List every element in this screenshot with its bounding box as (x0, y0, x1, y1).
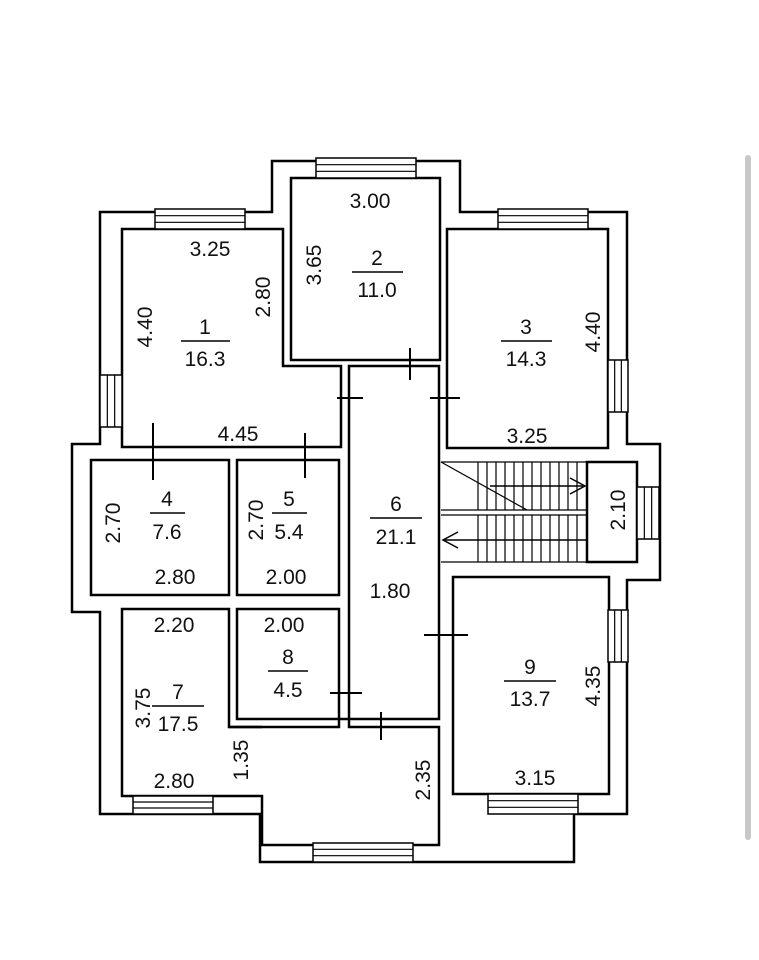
room-4-area: 7.6 (152, 521, 181, 544)
room-4-number: 4 (161, 488, 173, 511)
room-1-label: 1 16.3 (181, 316, 230, 371)
room-3-number: 3 (520, 316, 532, 339)
dim-r7-bottom: 2.80 (154, 770, 195, 793)
dim-r1-right: 2.80 (252, 277, 275, 318)
scrollbar[interactable] (745, 155, 751, 840)
room-3-label: 3 14.3 (501, 316, 552, 371)
dim-r1-bottom: 4.45 (218, 423, 259, 446)
room-4-label: 4 7.6 (150, 488, 185, 544)
room-7-area: 17.5 (158, 713, 199, 736)
windows (99, 157, 660, 863)
doors (152, 348, 468, 740)
room-9-area: 13.7 (510, 688, 551, 711)
window-room-3-side (607, 359, 629, 413)
window-room-3 (497, 208, 589, 230)
window-room-2 (315, 157, 417, 179)
room-3-area: 14.3 (506, 348, 547, 371)
room-2-label: 2 11.0 (352, 247, 403, 302)
room-1-number: 1 (199, 316, 211, 339)
dim-r7-left: 3.75 (132, 688, 155, 729)
dim-r1-top: 3.25 (190, 238, 231, 261)
dim-r4-bottom: 2.80 (155, 566, 196, 589)
room-8-label: 8 4.5 (268, 646, 308, 702)
room-6-area: 21.1 (376, 526, 417, 549)
dim-r9-right: 4.35 (582, 666, 605, 707)
room-5-label: 5 5.4 (272, 488, 307, 544)
stair-down-arrow-head (441, 531, 459, 549)
room-1-outline (120, 227, 343, 449)
dim-r2-top: 3.00 (350, 190, 391, 213)
room-8-outline (235, 607, 341, 721)
window-room-1 (154, 208, 246, 230)
window-stair (636, 486, 660, 540)
window-room-9-side (607, 609, 629, 663)
room-6-number: 6 (390, 493, 402, 516)
dimension-labels: 3.25 4.45 3.00 3.25 2.80 2.00 1.80 2.20 … (102, 190, 630, 800)
room-1-area: 16.3 (185, 348, 226, 371)
room-9-number: 9 (524, 656, 536, 679)
stair-up-arrow-head (569, 477, 587, 495)
dim-hall-right: 2.35 (412, 760, 435, 801)
room-6-label: 6 21.1 (370, 493, 422, 549)
room-2-area: 11.0 (357, 279, 396, 302)
room-5-outline (235, 458, 341, 597)
room-5-area: 5.4 (274, 521, 304, 544)
dim-r1-left: 4.40 (134, 307, 157, 348)
dim-r8-top: 2.00 (264, 614, 305, 637)
room-7-number: 7 (172, 681, 184, 704)
room-2-number: 2 (371, 247, 383, 270)
dim-r3-right: 4.40 (582, 312, 605, 353)
room-labels: 1 16.3 2 11.0 3 14.3 4 7.6 5 5.4 6 21.1 (150, 247, 556, 736)
room-7-label: 7 17.5 (152, 681, 204, 736)
dim-r2-left: 3.65 (303, 245, 326, 286)
room-8-area: 4.5 (273, 679, 302, 702)
room-4-outline (89, 458, 231, 597)
room-8-number: 8 (282, 646, 294, 669)
window-hall (312, 842, 414, 863)
room-9-label: 9 13.7 (504, 656, 556, 711)
room-6-outline (347, 364, 441, 721)
outer-wall (70, 159, 662, 864)
dim-r5-bottom: 2.00 (266, 566, 307, 589)
staircase (440, 461, 587, 563)
dim-stair-width: 2.10 (607, 490, 630, 531)
room-5-number: 5 (283, 488, 295, 511)
dim-r4-left: 2.70 (102, 503, 125, 544)
window-room-1-side (99, 374, 123, 428)
dim-r9-bottom: 3.15 (515, 767, 556, 790)
dim-corridor-width: 1.80 (370, 580, 411, 603)
dim-r7-top: 2.20 (154, 614, 195, 637)
dim-hall-left: 1.35 (230, 740, 253, 781)
dim-r5-left: 2.70 (245, 500, 268, 541)
window-room-7 (132, 795, 214, 815)
window-room-9 (487, 793, 579, 815)
dim-r3-bottom: 3.25 (507, 425, 548, 448)
